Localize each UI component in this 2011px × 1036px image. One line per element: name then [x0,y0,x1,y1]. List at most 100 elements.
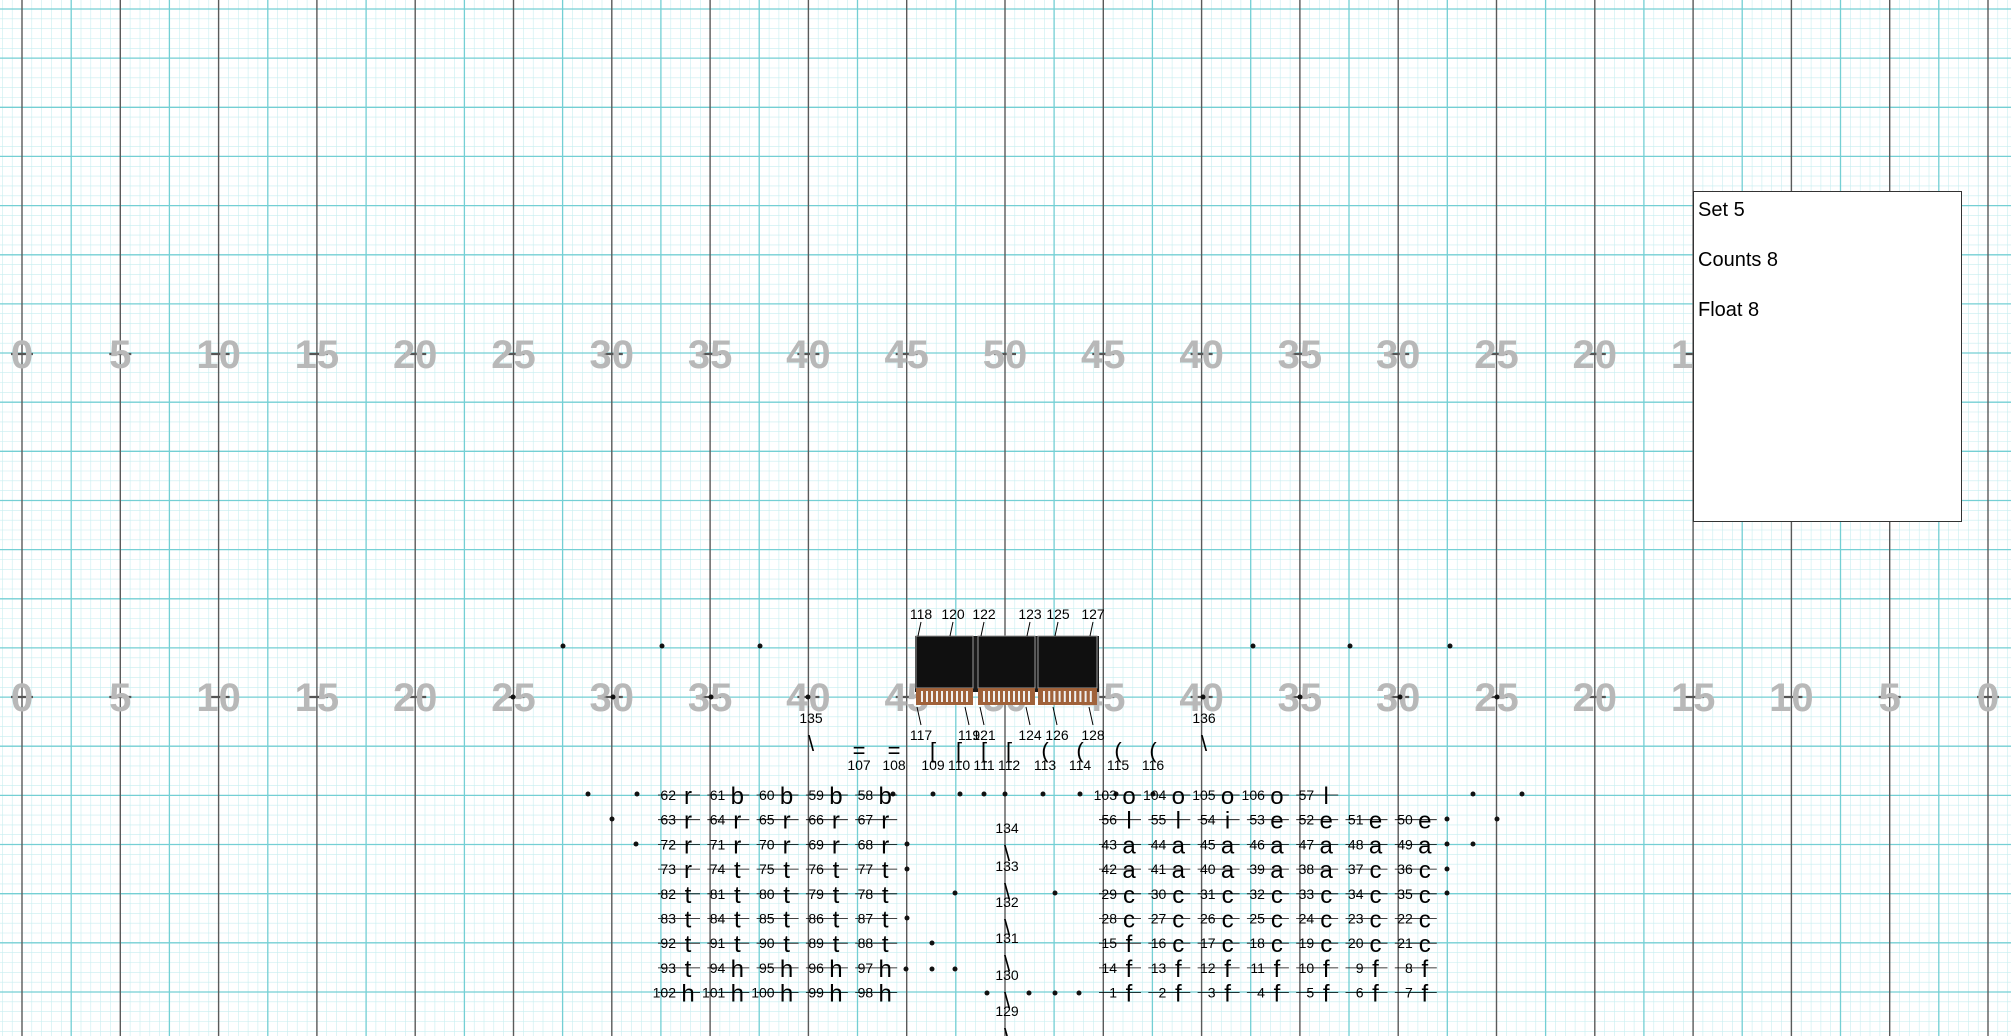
performer-symbol[interactable]: h [829,981,842,1008]
performer-symbol[interactable]: c [1123,907,1135,934]
performer[interactable]: 106o [1242,783,1289,810]
performer[interactable]: 32c [1247,882,1289,909]
performer[interactable]: 45a [1198,832,1240,859]
performer-symbol[interactable]: a [1122,832,1136,859]
performer-symbol[interactable]: e [1320,808,1333,835]
performer-symbol[interactable]: l [1324,783,1329,810]
performer[interactable]: 102h [653,981,700,1008]
performer-symbol[interactable]: a [1320,832,1334,859]
performer-symbol[interactable]: o [1221,783,1234,810]
performer-symbol[interactable]: t [833,931,840,958]
performer-symbol[interactable]: c [1370,931,1382,958]
performer[interactable]: 82t [658,882,700,909]
performer-symbol[interactable]: a [1270,857,1284,884]
performer-symbol[interactable]: t [882,931,889,958]
performer-symbol[interactable]: e [1369,808,1382,835]
performer-symbol[interactable]: f [1126,981,1133,1008]
prop-base[interactable] [978,688,1035,705]
performer[interactable]: 42a [1099,857,1141,884]
performer-symbol[interactable]: c [1271,907,1283,934]
performer[interactable]: 49a [1395,832,1437,859]
performer-symbol[interactable]: b [731,783,744,810]
performer-symbol[interactable]: f [1224,956,1231,983]
performer-symbol[interactable]: t [882,907,889,934]
performer-symbol[interactable]: c [1419,882,1431,909]
performer[interactable]: 63r [658,808,700,835]
performer-symbol[interactable]: a [1172,832,1186,859]
performer-symbol[interactable]: t [783,907,790,934]
performer-symbol[interactable]: a [1221,857,1235,884]
performer-symbol[interactable]: f [1421,956,1428,983]
performer-symbol[interactable]: f [1421,981,1428,1008]
performer-symbol[interactable]: f [1126,956,1133,983]
performer-symbol[interactable]: c [1172,931,1184,958]
performer-symbol[interactable]: r [783,808,791,835]
performer-symbol[interactable]: t [882,857,889,884]
performer-symbol[interactable]: h [780,956,793,983]
performer[interactable]: 41a [1148,857,1190,884]
performer-symbol[interactable]: h [731,956,744,983]
performers[interactable]: 62r61b60b59b58b63r64r65r66r67r72r71r70r6… [653,783,1437,1008]
performer-symbol[interactable]: e [1418,808,1431,835]
performer-symbol[interactable]: h [829,956,842,983]
performer-symbol[interactable]: c [1320,907,1332,934]
performer-symbol[interactable]: c [1419,857,1431,884]
performer-symbol[interactable]: r [684,857,692,884]
performer-symbol[interactable]: c [1222,882,1234,909]
performer[interactable]: 33c [1296,882,1338,909]
performer-symbol[interactable]: t [833,882,840,909]
prop-base[interactable] [916,688,973,705]
performer-symbol[interactable]: a [1270,832,1284,859]
performer-symbol[interactable]: t [734,882,741,909]
performer-symbol[interactable]: r [832,808,840,835]
performer-symbol[interactable]: r [733,808,741,835]
performer-symbol[interactable]: f [1274,956,1281,983]
performer-symbol[interactable]: c [1320,931,1332,958]
performer[interactable]: 100h [751,981,798,1008]
performer-symbol[interactable]: t [685,931,692,958]
performer-symbol[interactable]: c [1222,931,1234,958]
performer-symbol[interactable]: f [1175,981,1182,1008]
performer[interactable]: 69r [806,832,848,859]
performer-symbol[interactable]: r [783,832,791,859]
performer-symbol[interactable]: t [734,857,741,884]
performer-symbol[interactable]: r [881,808,889,835]
performer-symbol[interactable]: t [783,882,790,909]
performer-symbol[interactable]: c [1419,907,1431,934]
performer-symbol[interactable]: c [1370,882,1382,909]
performer-symbol[interactable]: f [1175,956,1182,983]
